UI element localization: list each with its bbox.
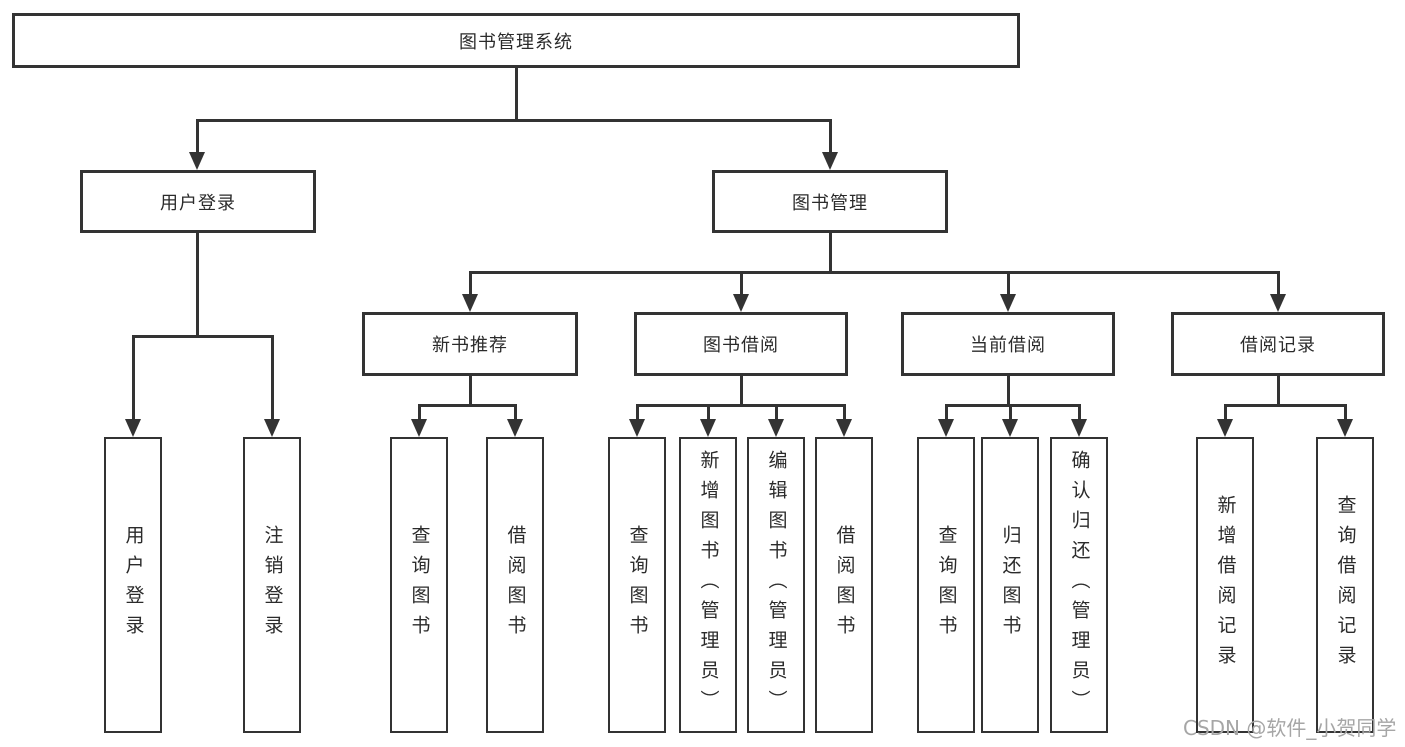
arrow-down-icon [1000,294,1016,312]
arrow-down-icon [938,419,954,437]
connector-line [1006,272,1010,295]
arrow-down-icon [1337,419,1353,437]
connector-line [828,233,832,273]
connector-line [131,336,135,420]
connector-line [417,403,517,407]
arrow-down-icon [1270,294,1286,312]
node-new-book-rec: 新书推荐 [362,312,578,376]
connector-line [1008,405,1012,420]
arrow-down-icon [462,294,478,312]
leaf-bb-add-books: 新增图书（管理员） [679,437,737,733]
leaf-cb-return-books: 归还图书 [981,437,1039,733]
connector-line [739,375,743,406]
connector-line [195,233,199,337]
arrow-down-icon [1071,419,1087,437]
connector-line [131,334,274,338]
arrow-down-icon [1002,419,1018,437]
connector-line [514,68,518,122]
connector-line [944,403,1081,407]
node-user-login: 用户登录 [80,170,316,233]
arrow-down-icon [189,152,205,170]
leaf-br-query-record: 查询借阅记录 [1316,437,1374,733]
leaf-rec-query-books: 查询图书 [390,437,448,733]
connector-line [635,403,846,407]
connector-line [195,120,199,154]
leaf-br-add-record: 新增借阅记录 [1196,437,1254,733]
connector-line [944,405,948,420]
leaf-cb-query-books: 查询图书 [917,437,975,733]
node-book-borrow: 图书借阅 [634,312,848,376]
connector-line [635,405,639,420]
connector-line [468,375,472,406]
arrow-down-icon [411,419,427,437]
leaf-rec-borrow-books: 借阅图书 [486,437,544,733]
arrow-down-icon [768,419,784,437]
arrow-down-icon [125,419,141,437]
connector-line [1276,375,1280,406]
connector-line [1006,375,1010,406]
leaf-bb-borrow-books: 借阅图书 [815,437,873,733]
connector-line [195,118,832,122]
arrow-down-icon [507,419,523,437]
csdn-watermark: CSDN @软件_小贺同学 [1183,716,1397,740]
node-root: 图书管理系统 [12,13,1020,68]
arrow-down-icon [264,419,280,437]
arrow-down-icon [1217,419,1233,437]
node-current-borrow: 当前借阅 [901,312,1115,376]
arrow-down-icon [836,419,852,437]
arrow-down-icon [733,294,749,312]
node-book-mgmt: 图书管理 [712,170,948,233]
connector-line [774,405,778,420]
connector-line [842,405,846,420]
connector-line [468,272,472,295]
connector-line [828,120,832,154]
connector-line [513,405,517,420]
leaf-cb-confirm-return: 确认归还（管理员） [1050,437,1108,733]
connector-line [468,270,1280,274]
connector-line [1276,272,1280,295]
connector-line [1077,405,1081,420]
connector-line [706,405,710,420]
leaf-bb-query-books: 查询图书 [608,437,666,733]
connector-line [1223,403,1347,407]
leaf-bb-edit-books: 编辑图书（管理员） [747,437,805,733]
connector-line [739,272,743,295]
arrow-down-icon [822,152,838,170]
arrow-down-icon [629,419,645,437]
connector-line [270,336,274,420]
leaf-user-login: 用户登录 [104,437,162,733]
connector-line [1223,405,1227,420]
arrow-down-icon [700,419,716,437]
leaf-logout: 注销登录 [243,437,301,733]
connector-line [1343,405,1347,420]
node-borrow-records: 借阅记录 [1171,312,1385,376]
connector-line [417,405,421,420]
